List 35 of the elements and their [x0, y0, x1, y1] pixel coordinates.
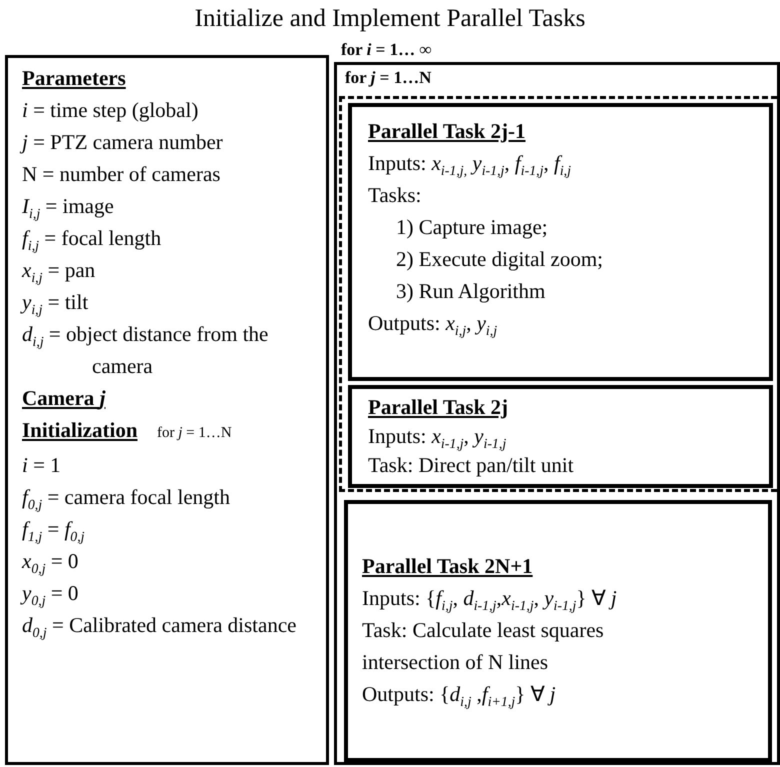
task-line: Inputs: x$_{i-1,j,}$ y$_{i-1,j}$, f$_{i-1,j}$, f$_{i,j}$ [368, 150, 572, 179]
parameter-line: f$_{1,j}$ = f$_{0,j}$ [22, 516, 86, 545]
task-line: Outputs: {d$_{i,j}$ ,f$_{i+1,j}$} ∀ j [362, 681, 557, 710]
task-line: Outputs: x$_{i,j}$, y$_{i,j}$ [368, 310, 498, 339]
parameter-line: i = 1 [22, 452, 62, 479]
parameter-line: y$_{i,j}$ = tilt [22, 289, 90, 318]
task-line: Inputs: x$_{i-1,j}$, y$_{i-1,j}$ [368, 423, 508, 451]
task-line: Tasks: [368, 182, 422, 209]
loop-label: for i = 1… ∞ [341, 40, 432, 60]
task-line: Inputs: {f$_{i,j}$, d$_{i-1,j}$,x$_{i-1,j}$, y$_{i-1,j}$} ∀ j [362, 585, 618, 614]
task-box [348, 103, 773, 381]
task-step: 2) Execute digital zoom; [368, 243, 769, 275]
parameter-line: y$_{0,j}$ = 0 [22, 580, 80, 609]
task-box [344, 500, 772, 762]
parameter-line: d$_{0,j}$ = Calibrated camera distance [22, 612, 298, 641]
section-heading: Parallel Task 2j [368, 394, 510, 421]
parameter-line: x$_{0,j}$ = 0 [22, 548, 80, 577]
parameter-line: i = time step (global) [22, 97, 200, 124]
parameters-panel [5, 55, 329, 765]
loop-note: for j = 1…N [157, 425, 232, 441]
diagram-title: Initialize and Implement Parallel Tasks [194, 4, 586, 34]
section-heading: Parallel Task 2j-1 [368, 118, 527, 145]
task-line: Task: Direct pan/tilt unit [368, 452, 575, 479]
parameter-line: f$_{0,j}$ = camera focal length [22, 484, 232, 513]
parameter-line: x$_{i,j}$ = pan [22, 257, 96, 286]
parameter-line: N = number of cameras [22, 161, 222, 188]
parameter-line: I$_{i,j}$ = image [22, 193, 115, 222]
task-step: 1) Capture image; [368, 211, 769, 243]
task-step: 3) Run Algorithm [368, 275, 769, 307]
task-box [348, 385, 773, 488]
section-heading: Parameters [22, 65, 127, 92]
parameter-line: j = PTZ camera number [22, 126, 326, 158]
section-heading: Parallel Task 2N+1 [362, 553, 534, 580]
loop-label: for j = 1…N [345, 68, 432, 88]
parameter-line: f$_{i,j}$ = focal length [22, 225, 162, 254]
